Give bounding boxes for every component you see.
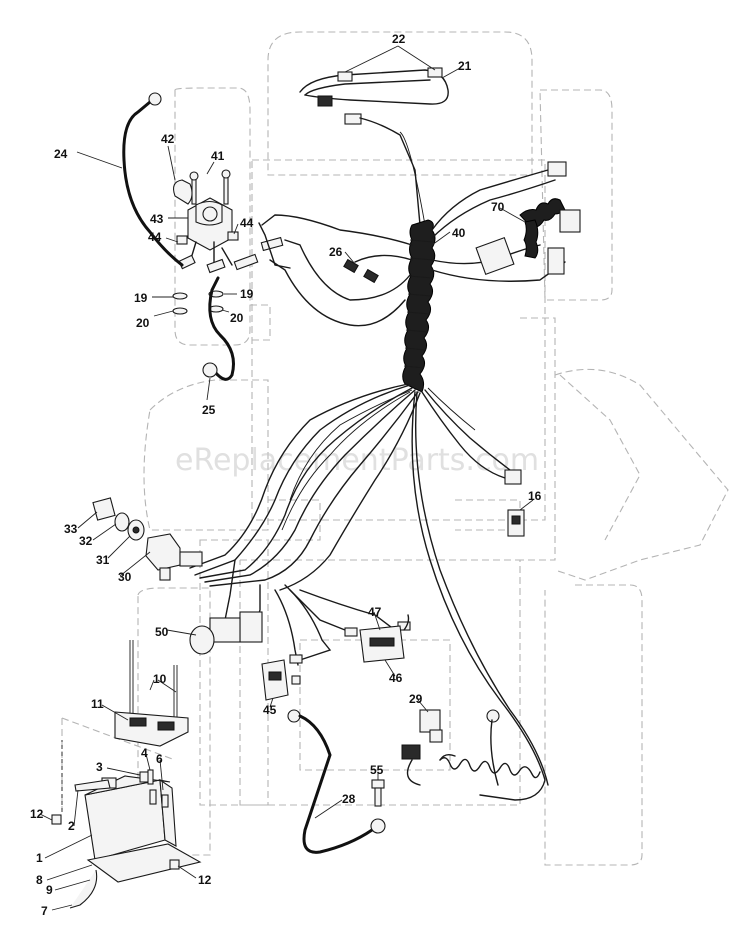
hour-meter-45 <box>261 659 301 701</box>
label-41: 41 <box>211 149 225 163</box>
label-9: 9 <box>46 883 53 897</box>
label-25: 25 <box>202 403 216 417</box>
label-4: 4 <box>141 746 148 760</box>
label-24: 24 <box>54 147 68 161</box>
label-10: 10 <box>153 672 167 686</box>
label-3: 3 <box>96 760 103 774</box>
lower-bundle <box>189 383 549 801</box>
left-branch-wires <box>233 214 413 327</box>
leader-lines <box>39 45 534 911</box>
solenoid-assembly <box>172 169 239 315</box>
label-29: 29 <box>409 692 423 706</box>
label-26: 26 <box>329 245 343 259</box>
part-number-labels: 22 21 24 42 41 43 44 44 19 19 20 20 25 2… <box>30 32 542 918</box>
label-11: 11 <box>91 697 104 711</box>
label-20a: 20 <box>136 316 150 330</box>
coil-cord-29 <box>401 709 541 786</box>
label-22: 22 <box>392 32 406 46</box>
label-33: 33 <box>64 522 78 536</box>
label-42: 42 <box>161 132 175 146</box>
battery-cable-25 <box>202 276 235 381</box>
right-harness-70 <box>431 161 581 282</box>
main-loom-40 <box>402 219 436 393</box>
label-30: 30 <box>118 570 132 584</box>
label-43: 43 <box>150 212 164 226</box>
label-50: 50 <box>155 625 169 639</box>
label-44b: 44 <box>240 216 254 230</box>
bolt-55 <box>371 779 385 807</box>
label-31: 31 <box>96 553 110 567</box>
label-19b: 19 <box>240 287 254 301</box>
watermark-text: eReplacementParts.com <box>175 443 539 478</box>
battery-cable-28 <box>287 709 386 854</box>
label-44a: 44 <box>148 230 162 244</box>
label-19a: 19 <box>134 291 148 305</box>
label-20b: 20 <box>230 311 244 325</box>
battery-assembly <box>51 640 202 909</box>
ignition-switch <box>92 497 203 581</box>
label-32: 32 <box>79 534 93 548</box>
label-45: 45 <box>263 703 277 717</box>
switch-50 <box>189 611 263 655</box>
connector-16 <box>507 509 525 537</box>
tractor-outline <box>61 31 729 866</box>
top-harness-21 <box>299 67 449 226</box>
label-16: 16 <box>528 489 542 503</box>
label-47: 47 <box>368 605 382 619</box>
label-70: 70 <box>491 200 505 214</box>
label-40: 40 <box>452 226 466 240</box>
label-8: 8 <box>36 873 43 887</box>
module-46 <box>359 614 410 663</box>
label-55: 55 <box>370 763 384 777</box>
label-28: 28 <box>342 792 356 806</box>
label-12b: 12 <box>198 873 212 887</box>
label-2: 2 <box>68 819 75 833</box>
label-21: 21 <box>458 59 472 73</box>
label-1: 1 <box>36 851 43 865</box>
label-7: 7 <box>41 904 48 918</box>
label-46: 46 <box>389 671 403 685</box>
label-6: 6 <box>156 752 163 766</box>
battery-cable-24 <box>122 92 184 267</box>
label-12a: 12 <box>30 807 44 821</box>
